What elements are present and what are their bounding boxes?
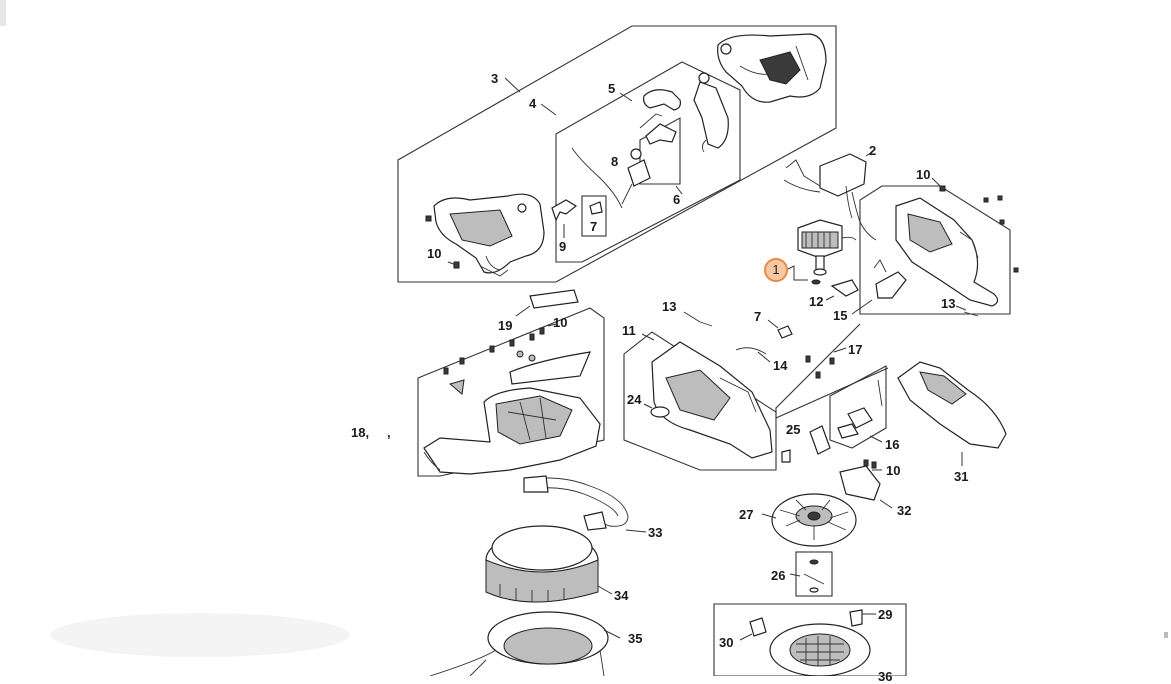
assembly-frame-3 [397,25,837,283]
assembly-frame-11 [623,331,777,471]
leader-11 [641,333,655,341]
part-19-label-strip[interactable] [515,289,579,317]
callout-4[interactable]: 4 [529,96,537,111]
callout-31[interactable]: 31 [954,469,969,484]
callout-25[interactable]: 25 [786,422,801,437]
part-1-motor[interactable] [785,219,857,285]
callout-10-middle[interactable]: 10 [886,463,901,478]
callout-7-upper[interactable]: 7 [590,219,598,234]
screws-10-right [931,177,1019,273]
callout-35[interactable]: 35 [628,631,643,646]
callout-18[interactable]: 18, [351,425,370,440]
callout-6[interactable]: 6 [673,192,681,207]
part-9-bracket[interactable] [551,199,578,238]
part-18-label[interactable] [448,351,591,395]
part-30-clip[interactable] [739,617,767,641]
part-25-clip[interactable] [781,425,831,463]
scan-smudge [50,613,350,657]
callout-13-right[interactable]: 13 [941,296,956,311]
callout-3[interactable]: 3 [491,71,499,86]
callout-10-right[interactable]: 10 [916,167,931,182]
part-32-bracket[interactable] [839,465,893,509]
part-2-switch-bracket[interactable] [783,151,877,241]
part-17-screws[interactable] [805,347,847,379]
callout-11[interactable]: 11 [622,323,636,338]
callout-16[interactable]: 16 [885,437,900,452]
part-34-filter-ring[interactable] [485,525,613,603]
callout-1-motor-highlighted[interactable]: 1 [764,258,788,282]
part-13-pin-middle[interactable] [683,311,713,327]
right-edge-artifact [1164,632,1168,638]
part-12-plate[interactable] [825,279,859,301]
screws-19-10 [443,323,557,375]
group-link-line [775,323,861,418]
part-3-housing-half[interactable] [433,193,545,277]
window-edge-artifact [0,0,6,26]
callout-10-upper-left[interactable]: 10 [427,246,442,261]
callout-17[interactable]: 17 [848,342,863,357]
part-16-spring-switch[interactable] [837,379,883,443]
callout-15[interactable]: 15 [833,308,848,323]
leader-6 [675,185,683,195]
part-14-cable-clip[interactable] [735,347,771,363]
callout-10-left[interactable]: 10 [553,315,568,330]
part-29-fan-housing[interactable] [769,609,876,676]
callout-33[interactable]: 33 [648,525,663,540]
callout-36-partial[interactable]: 36 [878,669,893,684]
part-15-terminal[interactable] [851,259,907,315]
callout-30[interactable]: 30 [719,635,734,650]
callout-19[interactable]: 19 [498,318,513,333]
callout-27[interactable]: 27 [739,507,754,522]
assembly-frame-16 [829,365,887,449]
part-7-clip[interactable] [589,201,603,215]
part-18-blower-housing[interactable] [423,387,601,475]
assembly-frame-18 [417,307,605,477]
part-4-housing-shell[interactable] [717,33,827,103]
part-5-switch-cover[interactable] [643,72,729,153]
assembly-frame-5 [555,61,741,263]
leader-4 [540,103,557,116]
leader-5 [619,92,633,102]
callout-24[interactable]: 24 [627,392,642,407]
leader-3 [504,77,521,93]
assembly-frame-7 [581,195,607,237]
part-7-clip-middle[interactable] [767,319,793,339]
part-6-trigger-lever[interactable] [630,113,677,160]
part-31-blower-nozzle[interactable] [897,361,1007,466]
callout-26[interactable]: 26 [771,568,786,583]
callout-13-middle[interactable]: 13 [662,299,677,314]
part-26-nut-set[interactable] [789,559,825,593]
part-33-hose[interactable] [523,475,647,533]
assembly-frame-26 [795,551,833,597]
callout-32[interactable]: 32 [897,503,912,518]
part-8-switch-module[interactable] [571,147,651,209]
callout-5[interactable]: 5 [608,81,616,96]
callout-14[interactable]: 14 [773,358,788,373]
callout-29[interactable]: 29 [878,607,893,622]
part-right-housing-half[interactable] [895,197,999,307]
callout-2[interactable]: 2 [869,143,877,158]
callout-18-comma: , [387,425,391,440]
assembly-frame-29 [713,603,907,676]
part-27-fan-wheel[interactable] [761,493,857,547]
callout-9[interactable]: 9 [559,239,567,254]
part-24-label[interactable] [643,403,670,418]
callout-7-middle[interactable]: 7 [754,309,762,324]
callout-8[interactable]: 8 [611,154,619,169]
callout-34[interactable]: 34 [614,588,629,603]
part-35-bottom-shell[interactable] [429,611,621,676]
screw-10-upper-left [425,215,460,269]
part-13-pin-right[interactable] [955,305,979,317]
callout-12[interactable]: 12 [809,294,824,309]
part-11-motor-cover[interactable] [651,341,773,459]
